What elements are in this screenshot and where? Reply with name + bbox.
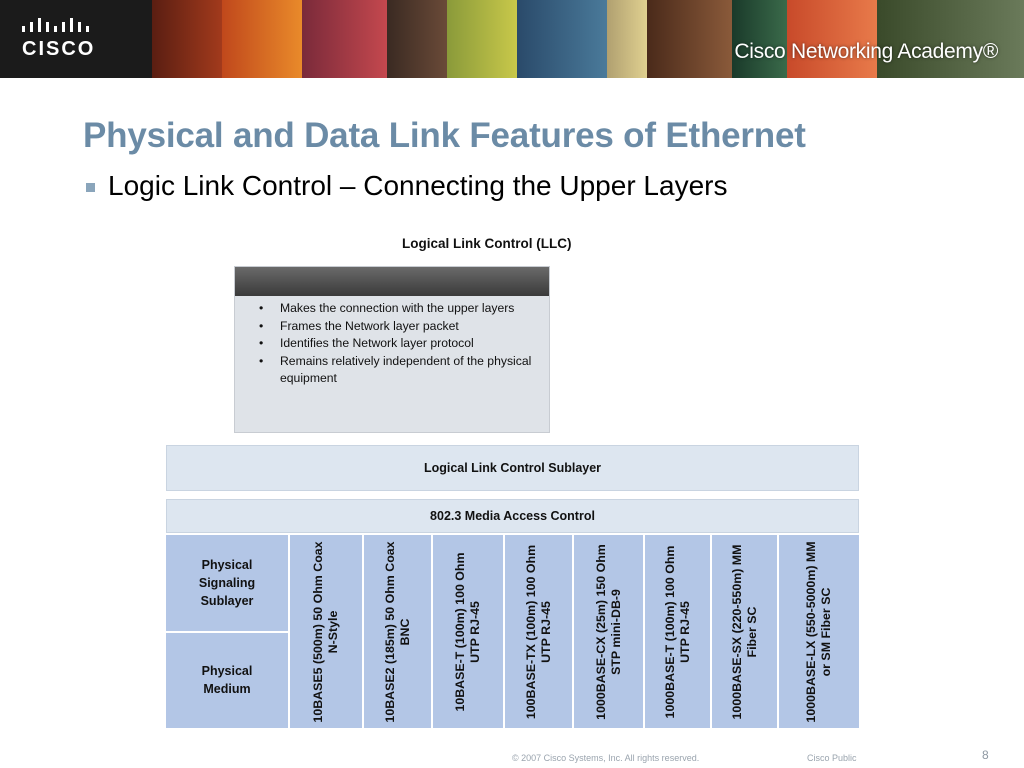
physical-medium-label: Physical Medium xyxy=(201,664,253,697)
llc-point: Remains relatively independent of the ph… xyxy=(257,353,542,388)
media-label: 100BASE-TX (100m) 100 Ohm UTP RJ-45 xyxy=(523,544,553,719)
media-column: 1000BASE-LX (550-5000m) MM or SM Fiber S… xyxy=(779,535,859,728)
physical-sublayer-column: Physical Signaling Sublayer Physical Med… xyxy=(166,535,288,728)
media-column: 1000BASE-SX (220-550m) MM Fiber SC xyxy=(712,535,777,728)
llc-point: Identifies the Network layer protocol xyxy=(257,335,542,353)
media-label: 10BASE2 (185m) 50 Ohm Coax BNC xyxy=(382,540,412,723)
physical-signaling-cell: Physical Signaling Sublayer xyxy=(166,535,288,631)
media-column: 10BASE-T (100m) 100 Ohm UTP RJ-45 xyxy=(433,535,503,728)
footer-copyright: © 2007 Cisco Systems, Inc. All rights re… xyxy=(512,753,700,763)
cisco-logo: CISCO xyxy=(0,0,152,78)
mac-sublayer-label: 802.3 Media Access Control xyxy=(430,509,595,523)
physical-layer-grid: Physical Signaling Sublayer Physical Med… xyxy=(166,535,859,728)
llc-point: Frames the Network layer packet xyxy=(257,318,542,336)
media-label: 10BASE-T (100m) 100 Ohm UTP RJ-45 xyxy=(453,551,482,712)
media-column: 1000BASE-T (100m) 100 Ohm UTP RJ-45 xyxy=(645,535,710,728)
llc-point: Makes the connection with the upper laye… xyxy=(257,300,542,318)
slide-title: Physical and Data Link Features of Ether… xyxy=(83,116,806,155)
physical-medium-cell: Physical Medium xyxy=(166,632,288,728)
slide-subtitle: Logic Link Control – Connecting the Uppe… xyxy=(108,170,728,201)
media-column: 10BASE5 (500m) 50 Ohm Coax N-Style xyxy=(290,535,362,728)
llc-sublayer-label: Logical Link Control Sublayer xyxy=(423,461,602,475)
page-number: 8 xyxy=(982,748,989,762)
media-label: 1000BASE-SX (220-550m) MM Fiber SC xyxy=(729,544,759,719)
media-label: 1000BASE-CX (25m) 150 Ohm STP mini-DB-9 xyxy=(593,543,623,720)
bullet-square-icon xyxy=(86,182,95,192)
media-column: 1000BASE-CX (25m) 150 Ohm STP mini-DB-9 xyxy=(574,535,643,728)
llc-callout-box: Makes the connection with the upper laye… xyxy=(234,266,550,433)
physical-signaling-label: Physical Signaling Sublayer xyxy=(198,557,256,608)
cisco-wordmark: CISCO xyxy=(22,38,96,60)
slide-bullet: Logic Link Control – Connecting the Uppe… xyxy=(86,170,727,202)
header-banner: CISCO Cisco Networking Academy® xyxy=(0,0,1024,78)
media-label: 1000BASE-LX (550-5000m) MM or SM Fiber S… xyxy=(804,540,833,723)
mac-sublayer-band: 802.3 Media Access Control xyxy=(166,499,859,533)
llc-callout-header-bar xyxy=(235,267,549,296)
llc-point-list: Makes the connection with the upper laye… xyxy=(257,300,542,388)
media-column: 10BASE2 (185m) 50 Ohm Coax BNC xyxy=(364,535,431,728)
footer-classification: Cisco Public xyxy=(807,753,857,763)
academy-wordmark: Cisco Networking Academy® xyxy=(734,40,998,63)
llc-sublayer-band: Logical Link Control Sublayer xyxy=(166,445,859,491)
media-label: 10BASE5 (500m) 50 Ohm Coax N-Style xyxy=(311,540,340,723)
media-column: 100BASE-TX (100m) 100 Ohm UTP RJ-45 xyxy=(505,535,572,728)
cisco-bars-icon xyxy=(22,18,89,32)
media-label: 1000BASE-T (100m) 100 Ohm UTP RJ-45 xyxy=(662,545,692,718)
llc-heading: Logical Link Control (LLC) xyxy=(402,236,572,251)
